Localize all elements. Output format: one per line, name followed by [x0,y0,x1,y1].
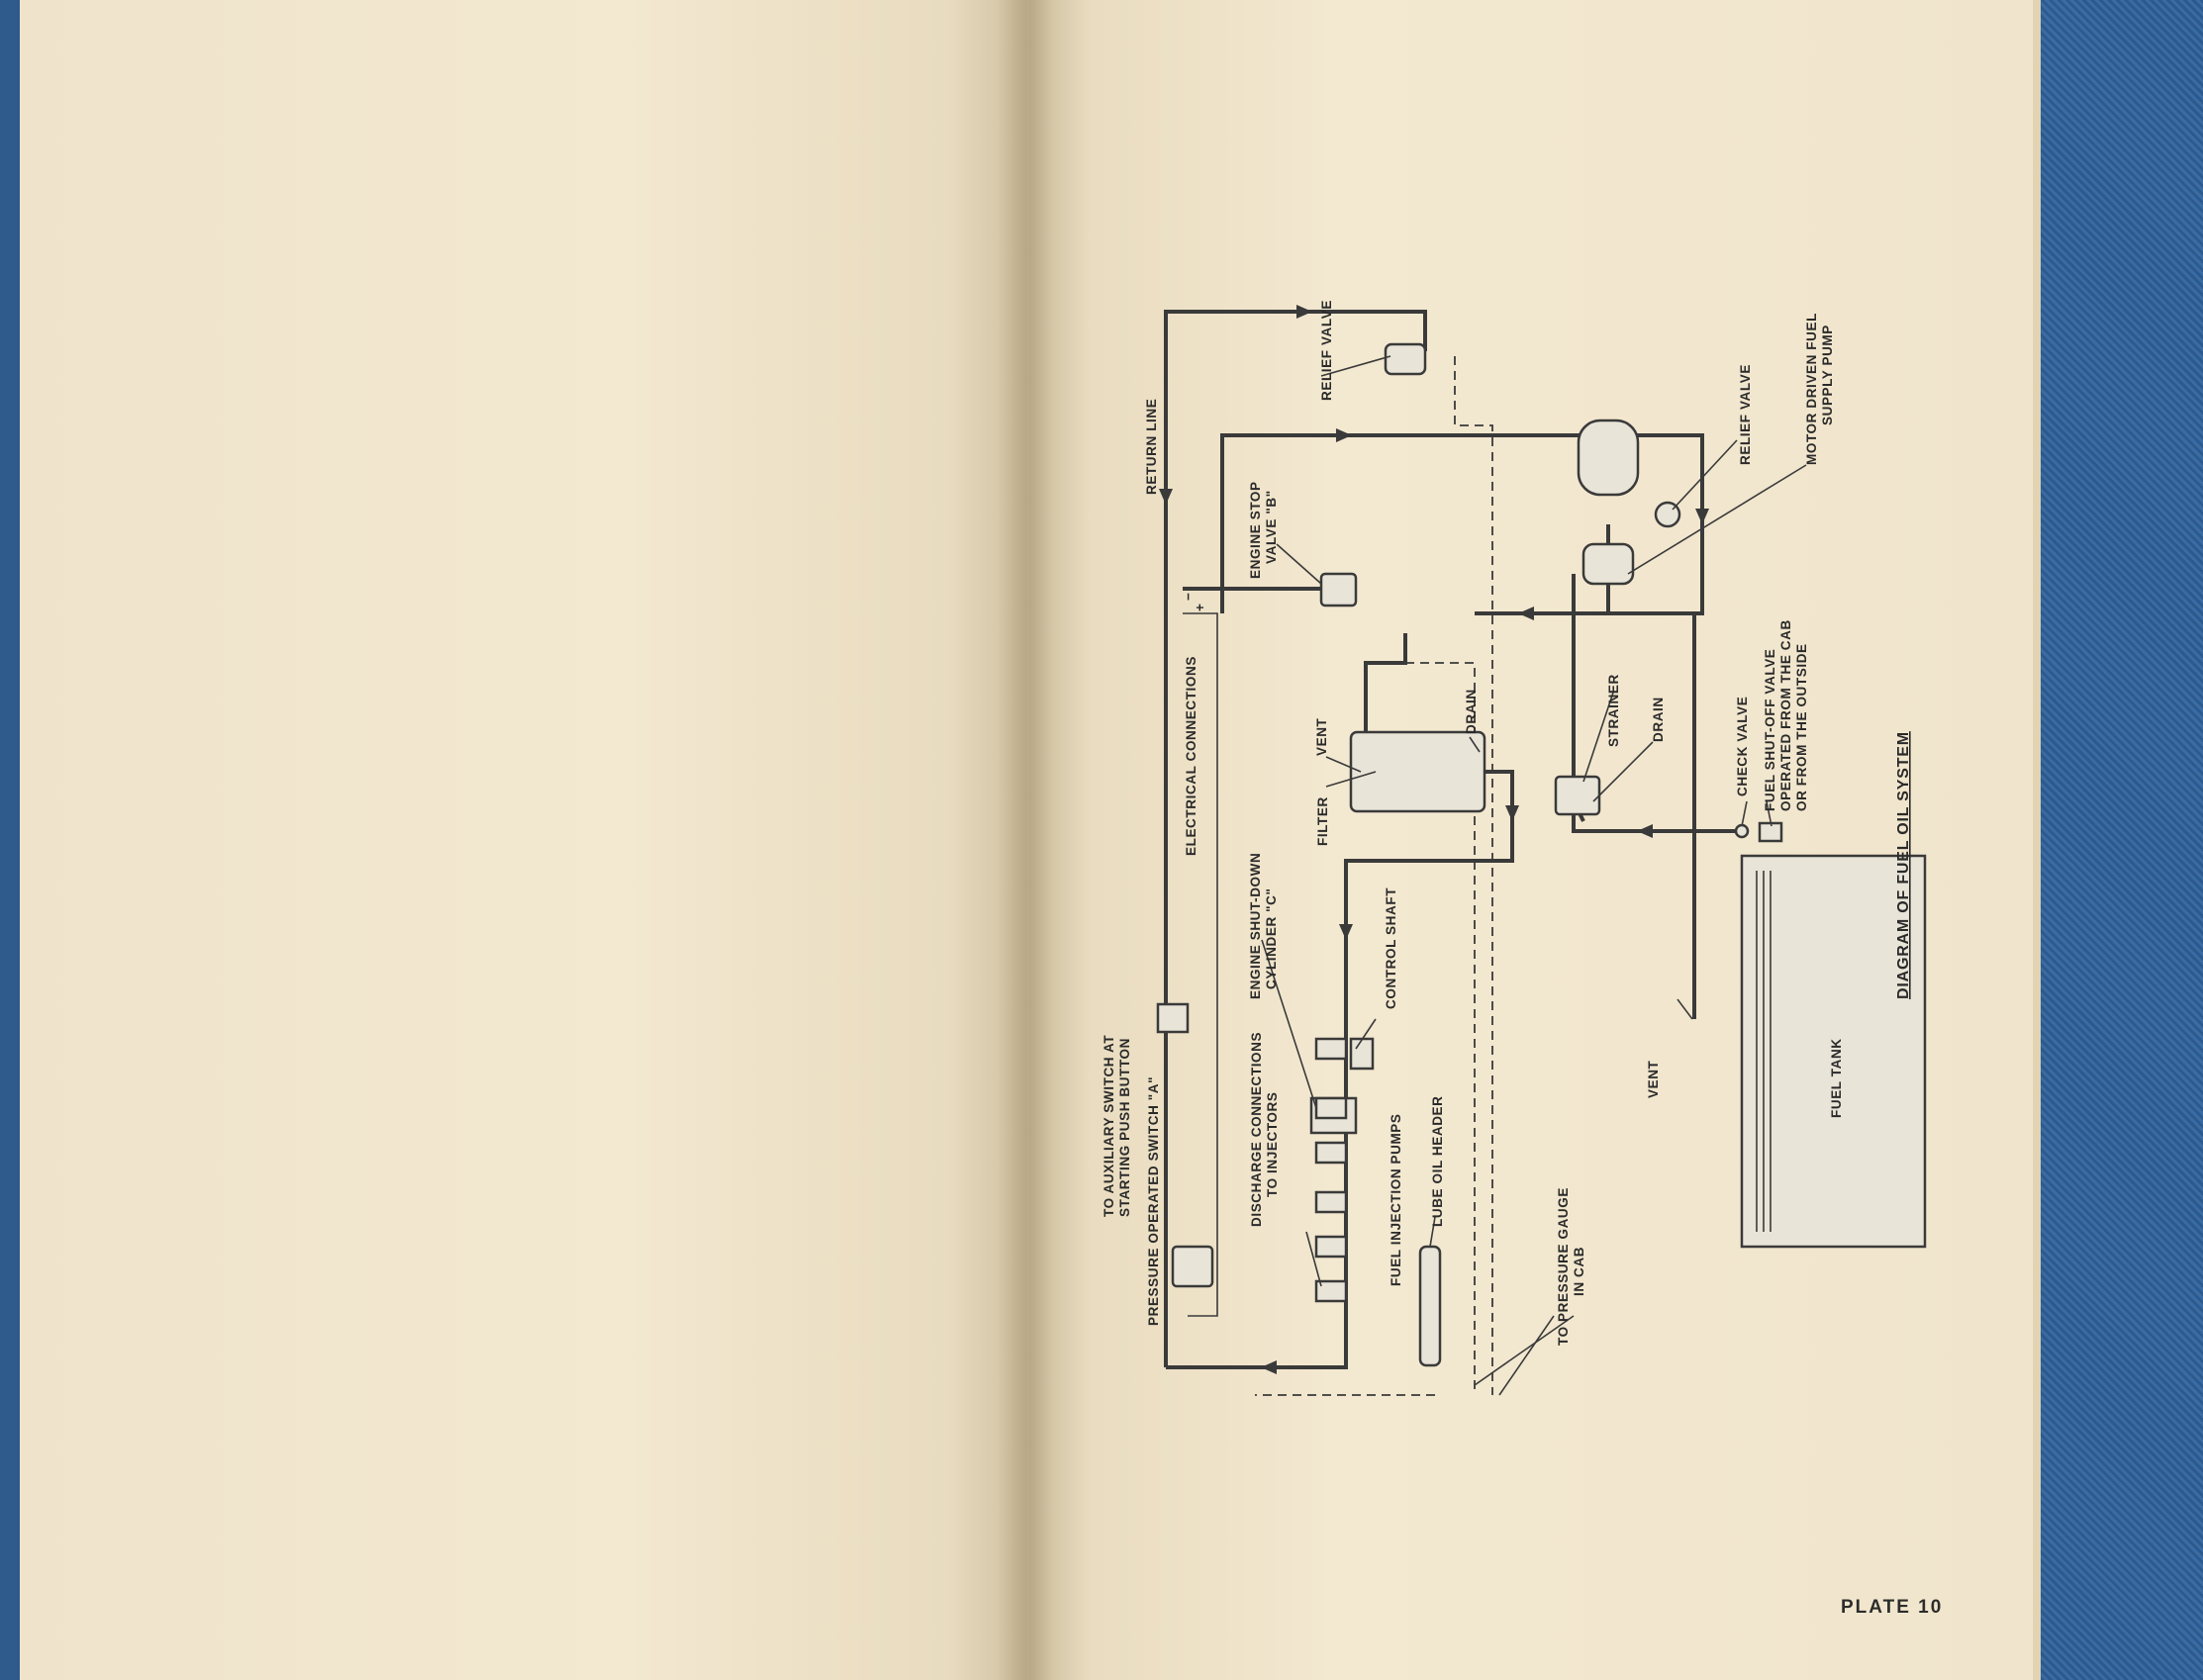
leader-line [1469,736,1481,753]
fuel-shutoff-valve [1758,821,1783,843]
plate-number: PLATE 10 [1841,1597,1944,1618]
flow-arrow [1261,1360,1277,1374]
flow-arrow [1159,489,1173,505]
label-gauge-1: TO PRESSURE GAUGE [1556,1187,1571,1346]
left-cover-edge [0,0,20,1680]
filter-inlet-pipe [1364,633,1407,732]
fuel-tank [1740,854,1927,1249]
label-pressure-switch: PRESSURE OPERATED SWITCH "A" [1146,1076,1161,1326]
flow-arrow [1296,305,1312,319]
leader-line [1672,439,1738,511]
pressure-gauge-line-2 [1405,662,1476,1395]
flow-arrow [1695,509,1709,524]
supply-loop-pipe [1220,433,1704,615]
leader-line [1325,771,1377,788]
leader-line [1741,800,1748,827]
leader-line [1261,939,1317,1109]
leader-line [1592,741,1654,802]
left-page-blank [20,0,1029,1680]
label-shutoff-3: OR FROM THE OUTSIDE [1794,643,1809,811]
check-valve [1734,823,1750,839]
label-control-shaft: CONTROL SHAFT [1384,887,1398,1009]
label-shutdown-2: CYLINDER "C" [1264,887,1279,989]
strainer-body [1554,775,1601,816]
supply-pump-motor [1577,419,1640,497]
label-drain-strainer: DRAIN [1651,697,1666,742]
right-cover-cloth [2041,0,2203,1680]
aux-switch-contact [1156,1002,1190,1034]
label-shutoff-1: FUEL SHUT-OFF VALVE [1763,649,1777,811]
leader-line [1676,998,1693,1020]
label-engine-stop-valve-1: ENGINE STOP [1248,481,1263,579]
leader-line [1305,1231,1322,1287]
label-relief-valve-right: RELIEF VALVE [1738,364,1753,465]
flow-arrow [1339,924,1353,940]
label-motor-pump-2: SUPPLY PUMP [1820,325,1835,425]
label-shutoff-2: OPERATED FROM THE CAB [1778,619,1793,811]
label-vent-tank: VENT [1646,1060,1661,1098]
fuel-injection-pumps [1314,1037,1375,1303]
label-lube-header: LUBE OIL HEADER [1430,1095,1445,1227]
leader-line [1355,1018,1377,1050]
leader-line [1582,692,1614,783]
flow-arrow [1637,824,1653,838]
flow-arrow [1336,428,1352,442]
filter-outlet-pipe [1344,770,1514,1197]
label-vent-filter: VENT [1314,717,1329,756]
fuel-oil-system-diagram: RETURN LINE RELIEF VALVE ENGINE STOP VAL… [1102,300,1927,1396]
leader-line [1429,1216,1436,1248]
filter-body [1349,730,1486,813]
fuel-tank-level-lines [1756,871,1772,1232]
label-check-valve: CHECK VALVE [1735,697,1750,796]
label-return-line: RETURN LINE [1144,399,1159,495]
label-engine-stop-valve-2: VALVE "B" [1264,490,1279,564]
supply-pump [1581,542,1635,586]
label-discharge-2: TO INJECTORS [1265,1092,1280,1197]
right-page-edge [2033,0,2041,1680]
label-aux-switch-2: STARTING PUSH BUTTON [1117,1038,1132,1217]
engine-stop-valve [1319,572,1358,607]
flow-arrow [1518,607,1534,620]
label-injection-pumps: FUEL INJECTION PUMPS [1389,1113,1403,1286]
label-aux-switch-1: TO AUXILIARY SWITCH AT [1102,1035,1116,1217]
leader-line [1627,464,1807,575]
label-strainer: STRAINER [1606,674,1621,747]
leader-line [1498,1315,1555,1396]
label-minus: − [1181,593,1196,601]
label-gauge-2: IN CAB [1572,1247,1586,1296]
electrical-wire [1183,612,1218,1317]
pressure-operated-switch [1171,1245,1214,1288]
label-filter: FILTER [1315,796,1330,846]
lube-oil-header [1418,1245,1442,1367]
flow-arrow [1505,805,1519,821]
label-motor-pump-1: MOTOR DRIVEN FUEL [1804,313,1819,465]
leader-line [1474,1315,1575,1386]
label-electrical-connections: ELECTRICAL CONNECTIONS [1184,656,1198,856]
leader-line [1766,800,1772,827]
relief-valve-top [1384,342,1427,376]
pressure-gauge-line-1 [1454,356,1493,1395]
return-line-pipe [1164,310,1427,1367]
label-discharge-1: DISCHARGE CONNECTIONS [1249,1032,1264,1227]
leader-line [1320,355,1391,377]
label-fuel-tank: FUEL TANK [1829,1038,1844,1118]
book-gutter [998,0,1053,1680]
label-shutdown-1: ENGINE SHUT-DOWN [1248,853,1263,999]
label-plus: + [1193,604,1207,611]
diagram-title: DIAGRAM OF FUEL OIL SYSTEM [1895,731,1912,999]
leader-line [1325,756,1362,773]
label-relief-valve-top: RELIEF VALVE [1319,300,1334,401]
right-page [1029,0,2041,1680]
label-drain-filter: DRAIN [1464,689,1479,734]
leader-line [1276,543,1322,585]
